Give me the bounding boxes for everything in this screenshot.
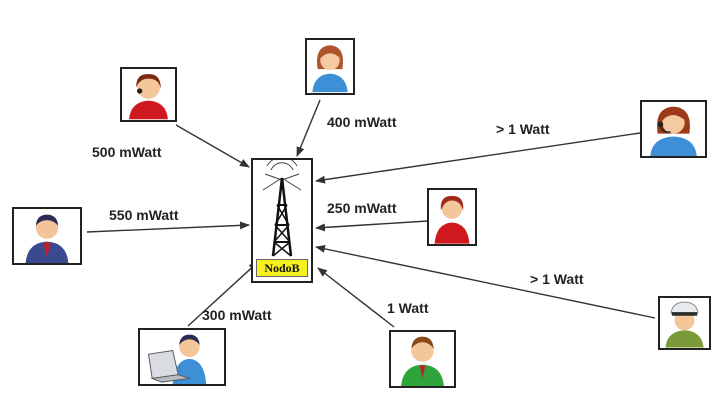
headset-operator-icon bbox=[650, 106, 697, 156]
power-label-user-bottom-left: 300 mWatt bbox=[202, 307, 272, 323]
businessman-icon bbox=[25, 214, 69, 263]
nodeb-station: NodoB bbox=[251, 158, 313, 283]
power-label-user-top-right: > 1 Watt bbox=[496, 121, 550, 137]
antenna-tower-icon bbox=[262, 160, 302, 257]
woman-blue-icon bbox=[312, 45, 348, 93]
user-top-left bbox=[120, 67, 177, 122]
user-mid-right bbox=[427, 188, 477, 246]
power-label-user-top: 400 mWatt bbox=[327, 114, 397, 130]
power-label-user-left: 550 mWatt bbox=[109, 207, 179, 223]
nodeb-label: NodoB bbox=[256, 259, 308, 277]
user-right bbox=[658, 296, 711, 350]
arrow-user-bottom-left bbox=[187, 261, 259, 327]
woman-red-icon bbox=[434, 195, 470, 244]
user-top bbox=[305, 38, 355, 95]
power-label-user-top-left: 500 mWatt bbox=[92, 144, 162, 160]
arrow-user-right bbox=[315, 244, 656, 319]
arrow-user-top-right bbox=[315, 132, 641, 184]
laptop-user-icon bbox=[147, 334, 207, 384]
arrow-user-left bbox=[86, 221, 250, 233]
power-label-user-right: > 1 Watt bbox=[530, 271, 584, 287]
arrow-user-top-left bbox=[175, 124, 250, 168]
user-bottom-left bbox=[138, 328, 226, 386]
user-top-right bbox=[640, 100, 707, 158]
arrow-user-top bbox=[296, 99, 321, 157]
officer-icon bbox=[665, 301, 704, 348]
power-label-user-bottom: 1 Watt bbox=[387, 300, 429, 316]
power-label-user-mid-right: 250 mWatt bbox=[327, 200, 397, 216]
arrow-user-mid-right bbox=[315, 220, 429, 232]
user-left bbox=[12, 207, 82, 265]
businesswoman-red-icon bbox=[129, 74, 168, 120]
man-green-icon bbox=[401, 336, 444, 386]
user-bottom bbox=[389, 330, 456, 388]
arrow-user-bottom bbox=[317, 267, 395, 328]
